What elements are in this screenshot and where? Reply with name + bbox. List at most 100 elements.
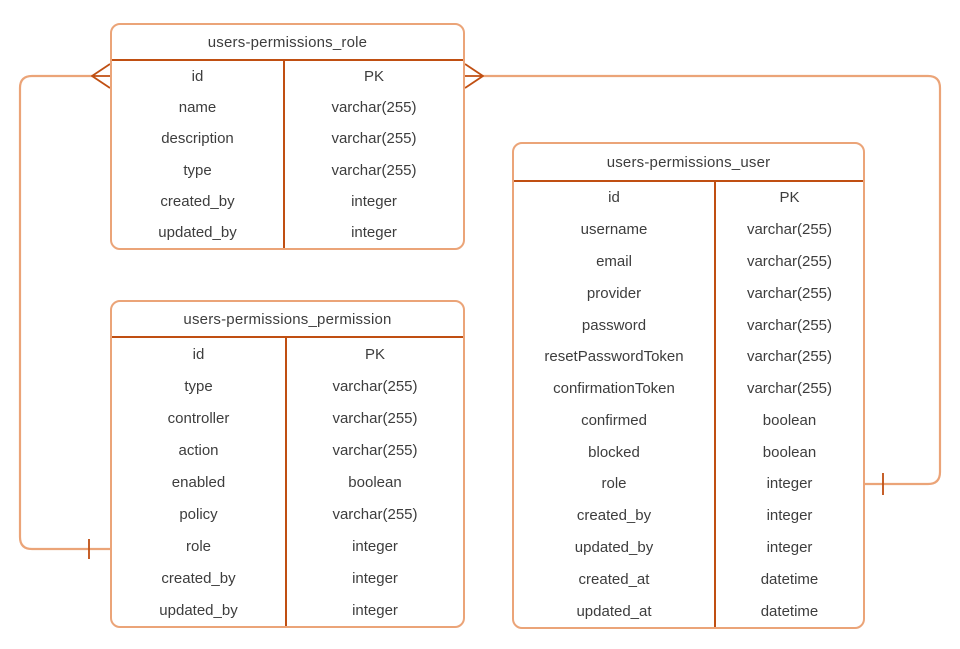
field-name-cell: policy [112,498,287,530]
field-type-cell: integer [766,507,813,525]
field-row: updated_by integer [112,594,463,626]
field-type-cell: varchar(255) [331,130,417,148]
field-row: password varchar(255) [514,309,863,341]
field-name-cell: type [112,154,285,186]
field-row: created_by integer [112,185,463,217]
field-type-cell: datetime [760,570,819,588]
entity-rows: id PK type varchar(255) controller varchar(25… [112,338,463,626]
field-type-cell: boolean [762,443,817,461]
field-type-cell: varchar(255) [331,99,417,117]
field-type-cell: varchar(255) [332,409,418,427]
field-type-cell: varchar(255) [746,284,833,302]
field-type-cell: varchar(255) [746,252,833,270]
field-row: provider varchar(255) [514,277,863,310]
field-name-cell: role [514,468,716,500]
field-row: type varchar(255) [112,370,463,402]
field-name-cell: updated_by [514,531,716,564]
entity-table-users-permissions-role[interactable]: users-permissions_role id PK name varchar(2… [110,23,465,250]
field-row: controller varchar(255) [112,402,463,434]
field-row: confirmed boolean [514,404,863,437]
field-row: enabled boolean [112,466,463,498]
field-type-cell: boolean [762,411,817,429]
field-name-cell: updated_at [514,595,716,627]
field-name-cell: role [112,530,287,562]
field-type-cell: varchar(255) [332,505,418,523]
entity-rows: id PK username varchar(255) email varchar(255… [514,182,863,627]
entity-title: users-permissions_role [112,25,463,61]
field-name-cell: created_by [112,185,285,217]
field-row: role integer [112,530,463,562]
entity-rows: id PK name varchar(255) description varchar(2… [112,61,463,248]
field-type-cell: varchar(255) [746,221,833,239]
field-name-cell: name [112,92,285,124]
field-name-cell: controller [112,402,287,434]
field-type-cell: integer [766,538,813,556]
crow-foot-many-marker [91,63,111,89]
field-name-cell: description [112,123,285,155]
field-type-cell: varchar(255) [746,348,833,366]
field-type-cell: integer [352,601,398,619]
field-name-cell: password [514,309,716,341]
field-type-cell: PK [779,189,800,207]
field-type-cell: integer [352,537,398,555]
field-row: updated_at datetime [514,595,863,627]
field-type-cell: PK [364,345,385,363]
field-row: created_at datetime [514,563,863,596]
field-type-cell: varchar(255) [331,161,417,179]
field-name-cell: action [112,434,287,466]
field-row: id PK [514,182,863,214]
wire-path[interactable] [18,74,110,551]
field-name-cell: type [112,370,287,402]
field-row: policy varchar(255) [112,498,463,530]
field-row: description varchar(255) [112,123,463,155]
field-row: id PK [112,61,463,93]
field-row: id PK [112,338,463,370]
field-name-cell: created_by [514,499,716,532]
field-name-cell: id [112,338,287,370]
field-type-cell: boolean [348,473,402,491]
field-name-cell: id [514,182,716,214]
field-name-cell: resetPasswordToken [514,340,716,373]
field-name-cell: provider [514,277,716,310]
field-row: type varchar(255) [112,154,463,186]
field-name-cell: blocked [514,436,716,469]
field-name-cell: username [514,213,716,246]
field-row: name varchar(255) [112,92,463,124]
field-row: blocked boolean [514,436,863,469]
field-type-cell: varchar(255) [332,377,418,395]
relationship-role-user[interactable] [464,63,942,495]
field-type-cell: integer [766,475,813,493]
field-name-cell: enabled [112,466,287,498]
field-name-cell: updated_by [112,216,285,248]
field-name-cell: confirmed [514,404,716,437]
field-name-cell: id [112,61,285,93]
field-row: email varchar(255) [514,245,863,278]
field-type-cell: integer [351,192,397,210]
field-row: created_by integer [514,499,863,532]
field-type-cell: varchar(255) [332,441,418,459]
field-name-cell: email [514,245,716,278]
field-type-cell: varchar(255) [746,380,833,398]
field-name-cell: updated_by [112,594,287,626]
field-row: action varchar(255) [112,434,463,466]
field-row: username varchar(255) [514,213,863,246]
field-row: role integer [514,468,863,500]
field-type-cell: integer [352,569,398,587]
field-name-cell: confirmationToken [514,372,716,405]
field-type-cell: PK [363,68,384,86]
relationship-role-permission[interactable] [18,63,111,559]
field-type-cell: datetime [760,602,819,620]
field-row: resetPasswordToken varchar(255) [514,340,863,373]
field-row: created_by integer [112,562,463,594]
field-type-cell: varchar(255) [746,316,833,334]
crow-foot-many-marker [464,63,484,89]
field-name-cell: created_by [112,562,287,594]
field-name-cell: created_at [514,563,716,596]
field-row: confirmationToken varchar(255) [514,372,863,405]
wire-path[interactable] [483,74,942,486]
